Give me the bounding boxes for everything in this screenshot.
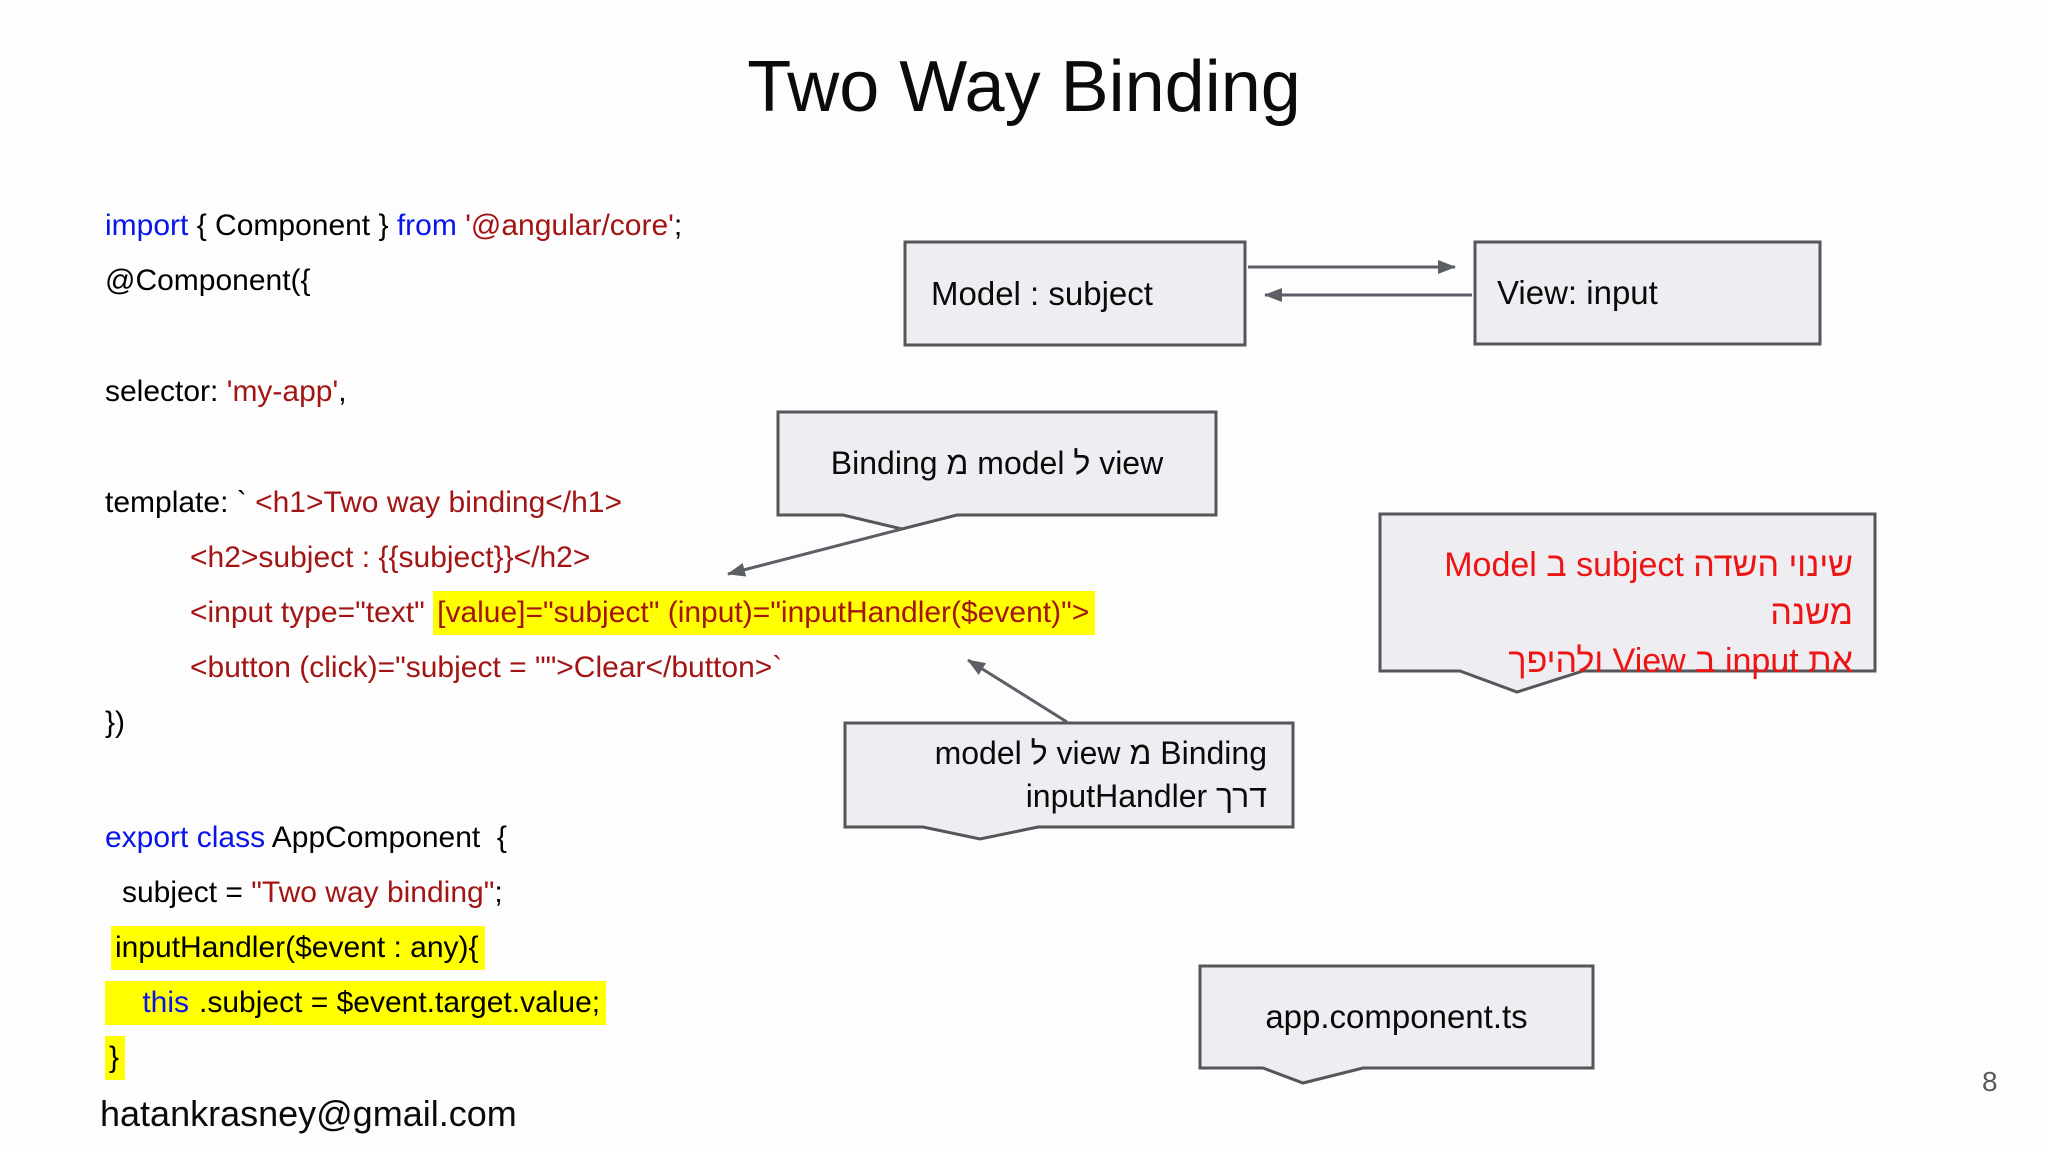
code-segment: '@angular/core' bbox=[465, 209, 674, 242]
code-segment: selector: bbox=[105, 375, 227, 408]
code-line: }) bbox=[105, 700, 125, 746]
view-box-label: View: input bbox=[1497, 274, 1658, 311]
code-line: template: ` <h1>Two way binding</h1> bbox=[105, 480, 622, 526]
code-segment: import bbox=[105, 209, 189, 242]
callout-view-to-model-label: Binding מ view ל model דרך inputHandler bbox=[845, 723, 1293, 827]
note-callout-label: שינוי השדה subject ב Model משנה את input… bbox=[1380, 514, 1875, 680]
code-segment: } bbox=[105, 1036, 126, 1080]
code-line: inputHandler($event : any){ bbox=[111, 925, 485, 971]
code-segment: , bbox=[338, 375, 347, 408]
code-line: this.subject = $event.target.value; bbox=[105, 980, 607, 1026]
code-line: @Component({ bbox=[105, 258, 311, 304]
code-line: selector: 'my-app', bbox=[105, 369, 347, 415]
code-segment: this bbox=[105, 981, 196, 1025]
callout-model-to-view-label: Binding מ model ל view bbox=[830, 445, 1164, 481]
code-segment: inputHandler($event : any){ bbox=[111, 926, 485, 970]
code-segment: <h2>subject : {{subject}}</h2> bbox=[190, 541, 591, 574]
file-callout-label: app.component.ts bbox=[1265, 998, 1528, 1035]
arrow-callout-to-value-binding bbox=[727, 527, 903, 577]
code-segment: subject = bbox=[122, 876, 252, 909]
code-segment: from bbox=[396, 209, 457, 242]
code-line: } bbox=[105, 1035, 126, 1081]
footer-email: hatankrasney@gmail.com bbox=[100, 1093, 517, 1134]
code-segment: ; bbox=[673, 209, 683, 242]
page-number: 8 bbox=[1982, 1066, 1998, 1097]
arrow-callout-to-input-handler bbox=[967, 658, 1068, 724]
code-segment: <input type="text" bbox=[190, 596, 434, 629]
code-line: <input type="text" [value]="subject" (in… bbox=[190, 590, 1096, 636]
code-segment: [value]="subject" (input)="inputHandler(… bbox=[433, 591, 1096, 635]
code-segment: AppComponent { bbox=[265, 821, 507, 854]
callout-view-to-model-line2: דרך inputHandler bbox=[1025, 778, 1267, 814]
note-line1: שינוי השדה subject ב Model משנה bbox=[1444, 546, 1853, 632]
code-segment: .subject = $event.target.value; bbox=[195, 981, 607, 1025]
code-segment: template: ` bbox=[105, 486, 256, 519]
callout-view-to-model-line1: Binding מ view ל model bbox=[934, 735, 1267, 771]
model-box-label: Model : subject bbox=[931, 274, 1153, 312]
code-segment: ; bbox=[494, 876, 503, 909]
code-segment: <button (click)="subject = "">Clear</but… bbox=[190, 651, 783, 684]
code-line: <button (click)="subject = "">Clear</but… bbox=[190, 645, 782, 691]
code-segment: 'my-app' bbox=[226, 375, 339, 408]
code-segment: { Component } bbox=[188, 209, 397, 242]
code-line: export class AppComponent { bbox=[105, 815, 507, 861]
code-segment: @Component({ bbox=[105, 264, 311, 297]
code-segment: <h1>Two way binding</h1> bbox=[255, 486, 623, 519]
code-segment: }) bbox=[105, 706, 126, 739]
code-segment: export class bbox=[105, 821, 266, 854]
slide-title: Two Way Binding bbox=[747, 47, 1301, 127]
code-line: subject = "Two way binding"; bbox=[122, 870, 503, 916]
code-segment bbox=[457, 209, 465, 242]
note-line2: את input ב View ולהיפך bbox=[1508, 642, 1853, 680]
code-line: <h2>subject : {{subject}}</h2> bbox=[190, 535, 590, 581]
code-line: import { Component } from '@angular/core… bbox=[105, 203, 682, 249]
code-segment: "Two way binding" bbox=[251, 876, 495, 909]
